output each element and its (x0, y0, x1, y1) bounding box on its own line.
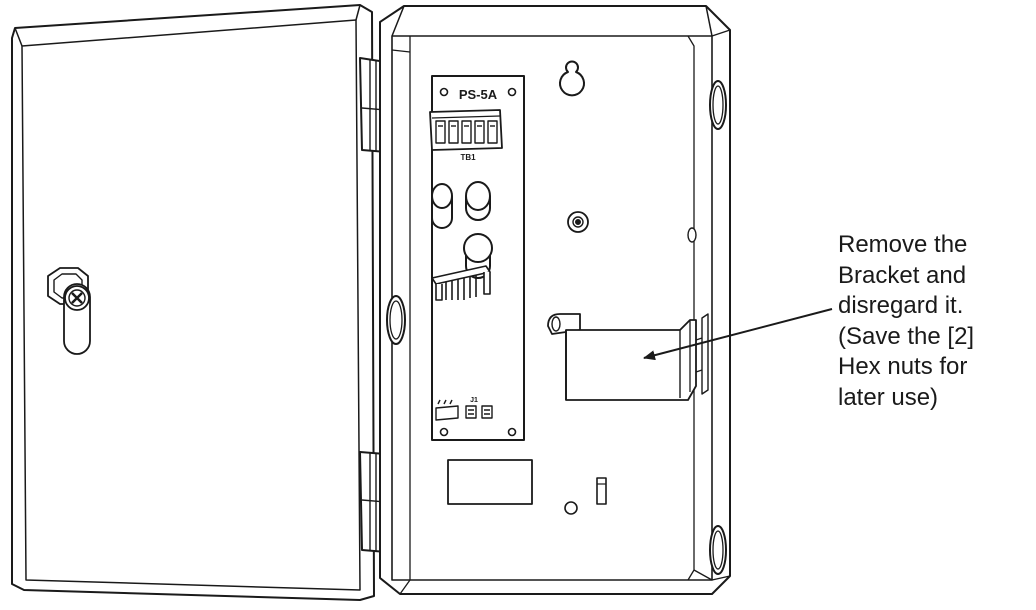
side-tab-right (687, 227, 697, 243)
callout-line: (Save the [2] (838, 322, 975, 350)
terminal-block-tb1 (429, 109, 503, 151)
capacitor-right (465, 181, 491, 221)
side-knockout-left (386, 295, 406, 345)
terminal-cell (474, 120, 485, 144)
door-lock (47, 267, 91, 355)
mounting-bracket[interactable] (547, 313, 709, 401)
capacitor-left (431, 183, 453, 229)
board-label: PS-5A (459, 87, 498, 102)
callout-text: Remove the Bracket and disregard it. (Sa… (838, 230, 1034, 413)
terminal-label: TB1 (460, 153, 476, 162)
side-knockout-right-top (709, 80, 727, 130)
terminal-cell (448, 120, 459, 144)
jumper-j1 (435, 399, 493, 421)
callout-line: disregard it. (838, 292, 964, 319)
callout-line: Bracket and (838, 261, 967, 289)
callout-line: Hex nuts for (838, 353, 968, 380)
terminal-cell (435, 120, 446, 144)
side-knockout-right-bottom (709, 525, 727, 575)
standoff-screw (567, 211, 589, 233)
callout-line: later use) (838, 383, 939, 411)
ground-hole (564, 501, 578, 515)
callout-line: Remove the (838, 231, 968, 258)
heatsink (431, 265, 491, 301)
enclosure-door (11, 4, 375, 601)
keyhole-slot (559, 60, 585, 97)
terminal-cell (461, 120, 472, 144)
callout-arrow (643, 308, 833, 361)
jumper-label: J1 (470, 397, 478, 404)
label-plate (447, 459, 533, 505)
ground-tab (596, 477, 607, 505)
terminal-cell (487, 120, 498, 144)
